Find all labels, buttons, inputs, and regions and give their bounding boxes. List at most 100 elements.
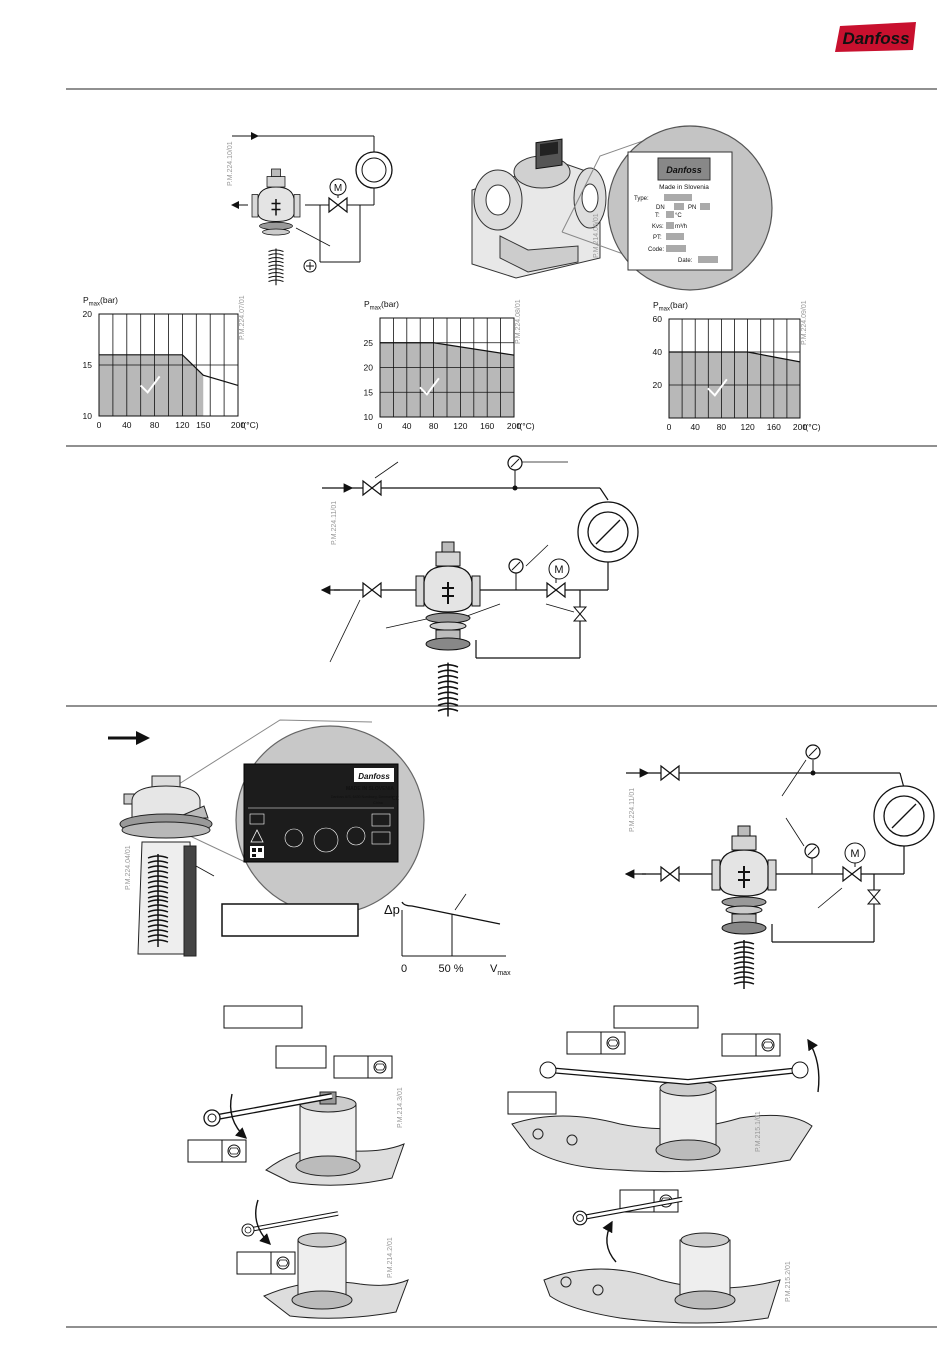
check-icon [707, 378, 728, 397]
chart-code: P.M.224.09/01 [801, 300, 808, 345]
check-icon [419, 377, 440, 396]
xtick-label: 0 [667, 422, 672, 432]
section-4: P.M.214.3/01 P.M.215.1/01 P.M.214.2/01 [187, 1005, 820, 1324]
xtick-label: 0 [97, 420, 102, 430]
motor-label: M [554, 564, 563, 576]
label-badge: CE [392, 796, 400, 802]
xtick-label: 120 [453, 421, 467, 431]
ytick-label: 10 [364, 412, 374, 422]
valve-body-3 [711, 825, 777, 990]
wrench-code-4: P.M.215.2/01 [785, 1261, 792, 1302]
ytick-label: 20 [653, 380, 663, 390]
nameplate-date: Date: [678, 258, 693, 264]
pressure-gauge-icon [804, 843, 820, 859]
rotate-arrow-icon [255, 1199, 271, 1245]
xtick-label: 160 [767, 422, 781, 432]
ytick-label: 15 [364, 387, 374, 397]
pressure-gauge-icon [507, 455, 523, 471]
yaxis-label: Pmax(bar) [83, 295, 118, 308]
yaxis-label: Pmax(bar) [364, 299, 399, 312]
nameplate-t-unit: °C [675, 213, 682, 219]
pressure-gauge-icon [805, 744, 821, 760]
outlet-shutoff-valve-icon [660, 866, 680, 882]
xtick-label: 160 [480, 421, 494, 431]
dp-xmax: Vmax [490, 963, 511, 977]
warning-icon [250, 829, 264, 843]
xaxis-label: t(°C) [517, 421, 535, 431]
ytick-label: 40 [653, 347, 663, 357]
rotate-arrow-icon [602, 1220, 617, 1263]
valve-body-1 [251, 168, 301, 286]
section-3-left: P.M.224.04/01 Danfoss MADE IN SLOVENIA D… [108, 719, 425, 957]
ytick-label: 10 [83, 411, 93, 421]
schematic-2-code: P.M.224.11/01 [331, 501, 338, 545]
hex-size-icon [566, 1031, 626, 1055]
nameplate-pt: PT: [653, 235, 662, 241]
xtick-label: 200 [793, 422, 807, 432]
nameplate-pn: PN [688, 205, 696, 211]
actuator-code: P.M.224.04/01 [125, 845, 132, 890]
pmax-limit-line [669, 351, 801, 363]
xtick-label: 80 [717, 422, 727, 432]
nameplate-dn: DN [656, 205, 665, 211]
nameplate-kvs-unit: m³/h [675, 224, 687, 230]
schematic-3: P.M.224.11/01 M [624, 744, 935, 990]
outlet-shutoff-valve-icon [362, 582, 382, 598]
motor-valve-icon [842, 866, 862, 882]
label-box [507, 1091, 557, 1115]
xtick-label: 120 [175, 420, 189, 430]
motor-icon [844, 842, 866, 864]
label-title: MADE IN SLOVENIA [346, 786, 394, 792]
xaxis-label: t(°C) [241, 420, 259, 430]
label-box [613, 1005, 699, 1029]
schematic-1: P.M.224.10/01 M [227, 132, 393, 286]
hex-size-icon [721, 1033, 781, 1057]
pmax-limit-line [380, 342, 515, 356]
motor-icon [548, 558, 570, 580]
motor-valve-icon [328, 197, 348, 213]
nameplate-brand: Danfoss [666, 165, 702, 175]
nameplate-illustration-code: P.M.214.06/01 [593, 213, 600, 258]
inlet-shutoff-valve-icon [362, 480, 382, 496]
ytick-label: 60 [653, 314, 663, 324]
schematic-3-code: P.M.224.11/01 [629, 788, 636, 832]
ytick-label: 15 [83, 360, 93, 370]
nameplate-type: Type: [634, 196, 649, 202]
rotate-arrow-icon [807, 1038, 820, 1093]
ytick-label: 20 [364, 363, 374, 373]
plot-frame [668, 318, 801, 419]
xtick-label: 40 [402, 421, 412, 431]
nameplate-t: T: [655, 213, 660, 219]
motor-icon [329, 178, 347, 196]
schematic-2: P.M.224.11/01 M [320, 455, 639, 718]
valve-body-2 [415, 541, 481, 718]
dp-xtick-50: 50 % [438, 963, 463, 975]
ytick-label: 25 [364, 338, 374, 348]
nameplate-illustration: Danfoss Made in Slovenia Type: DN PN T: … [471, 125, 773, 291]
nameplate-kvs: Kvs: [652, 224, 664, 230]
ytick-label: 20 [83, 309, 93, 319]
hex-size-icon [333, 1055, 393, 1079]
label-origin: China [373, 801, 382, 805]
motor-label: M [334, 183, 342, 194]
xtick-label: 200 [507, 421, 521, 431]
label-logo [354, 768, 394, 782]
chart-code: P.M.224.07/01 [239, 295, 246, 340]
nameplate-logo [657, 157, 711, 181]
chart-code: P.M.224.08/01 [515, 299, 522, 344]
wrench-code-1: P.M.214.3/01 [397, 1087, 404, 1128]
nameplate-code: Code: [648, 247, 664, 253]
xaxis-label: t(°C) [803, 422, 821, 432]
inlet-shutoff-valve-icon [660, 765, 680, 781]
wrench-code-3: P.M.214.2/01 [387, 1237, 394, 1278]
schematic-1-code: P.M.224.10/01 [227, 141, 234, 186]
xtick-label: 150 [196, 420, 210, 430]
label-box [275, 1045, 327, 1069]
label-box [223, 1005, 303, 1029]
xtick-label: 40 [122, 420, 132, 430]
plot-frame [98, 313, 239, 417]
